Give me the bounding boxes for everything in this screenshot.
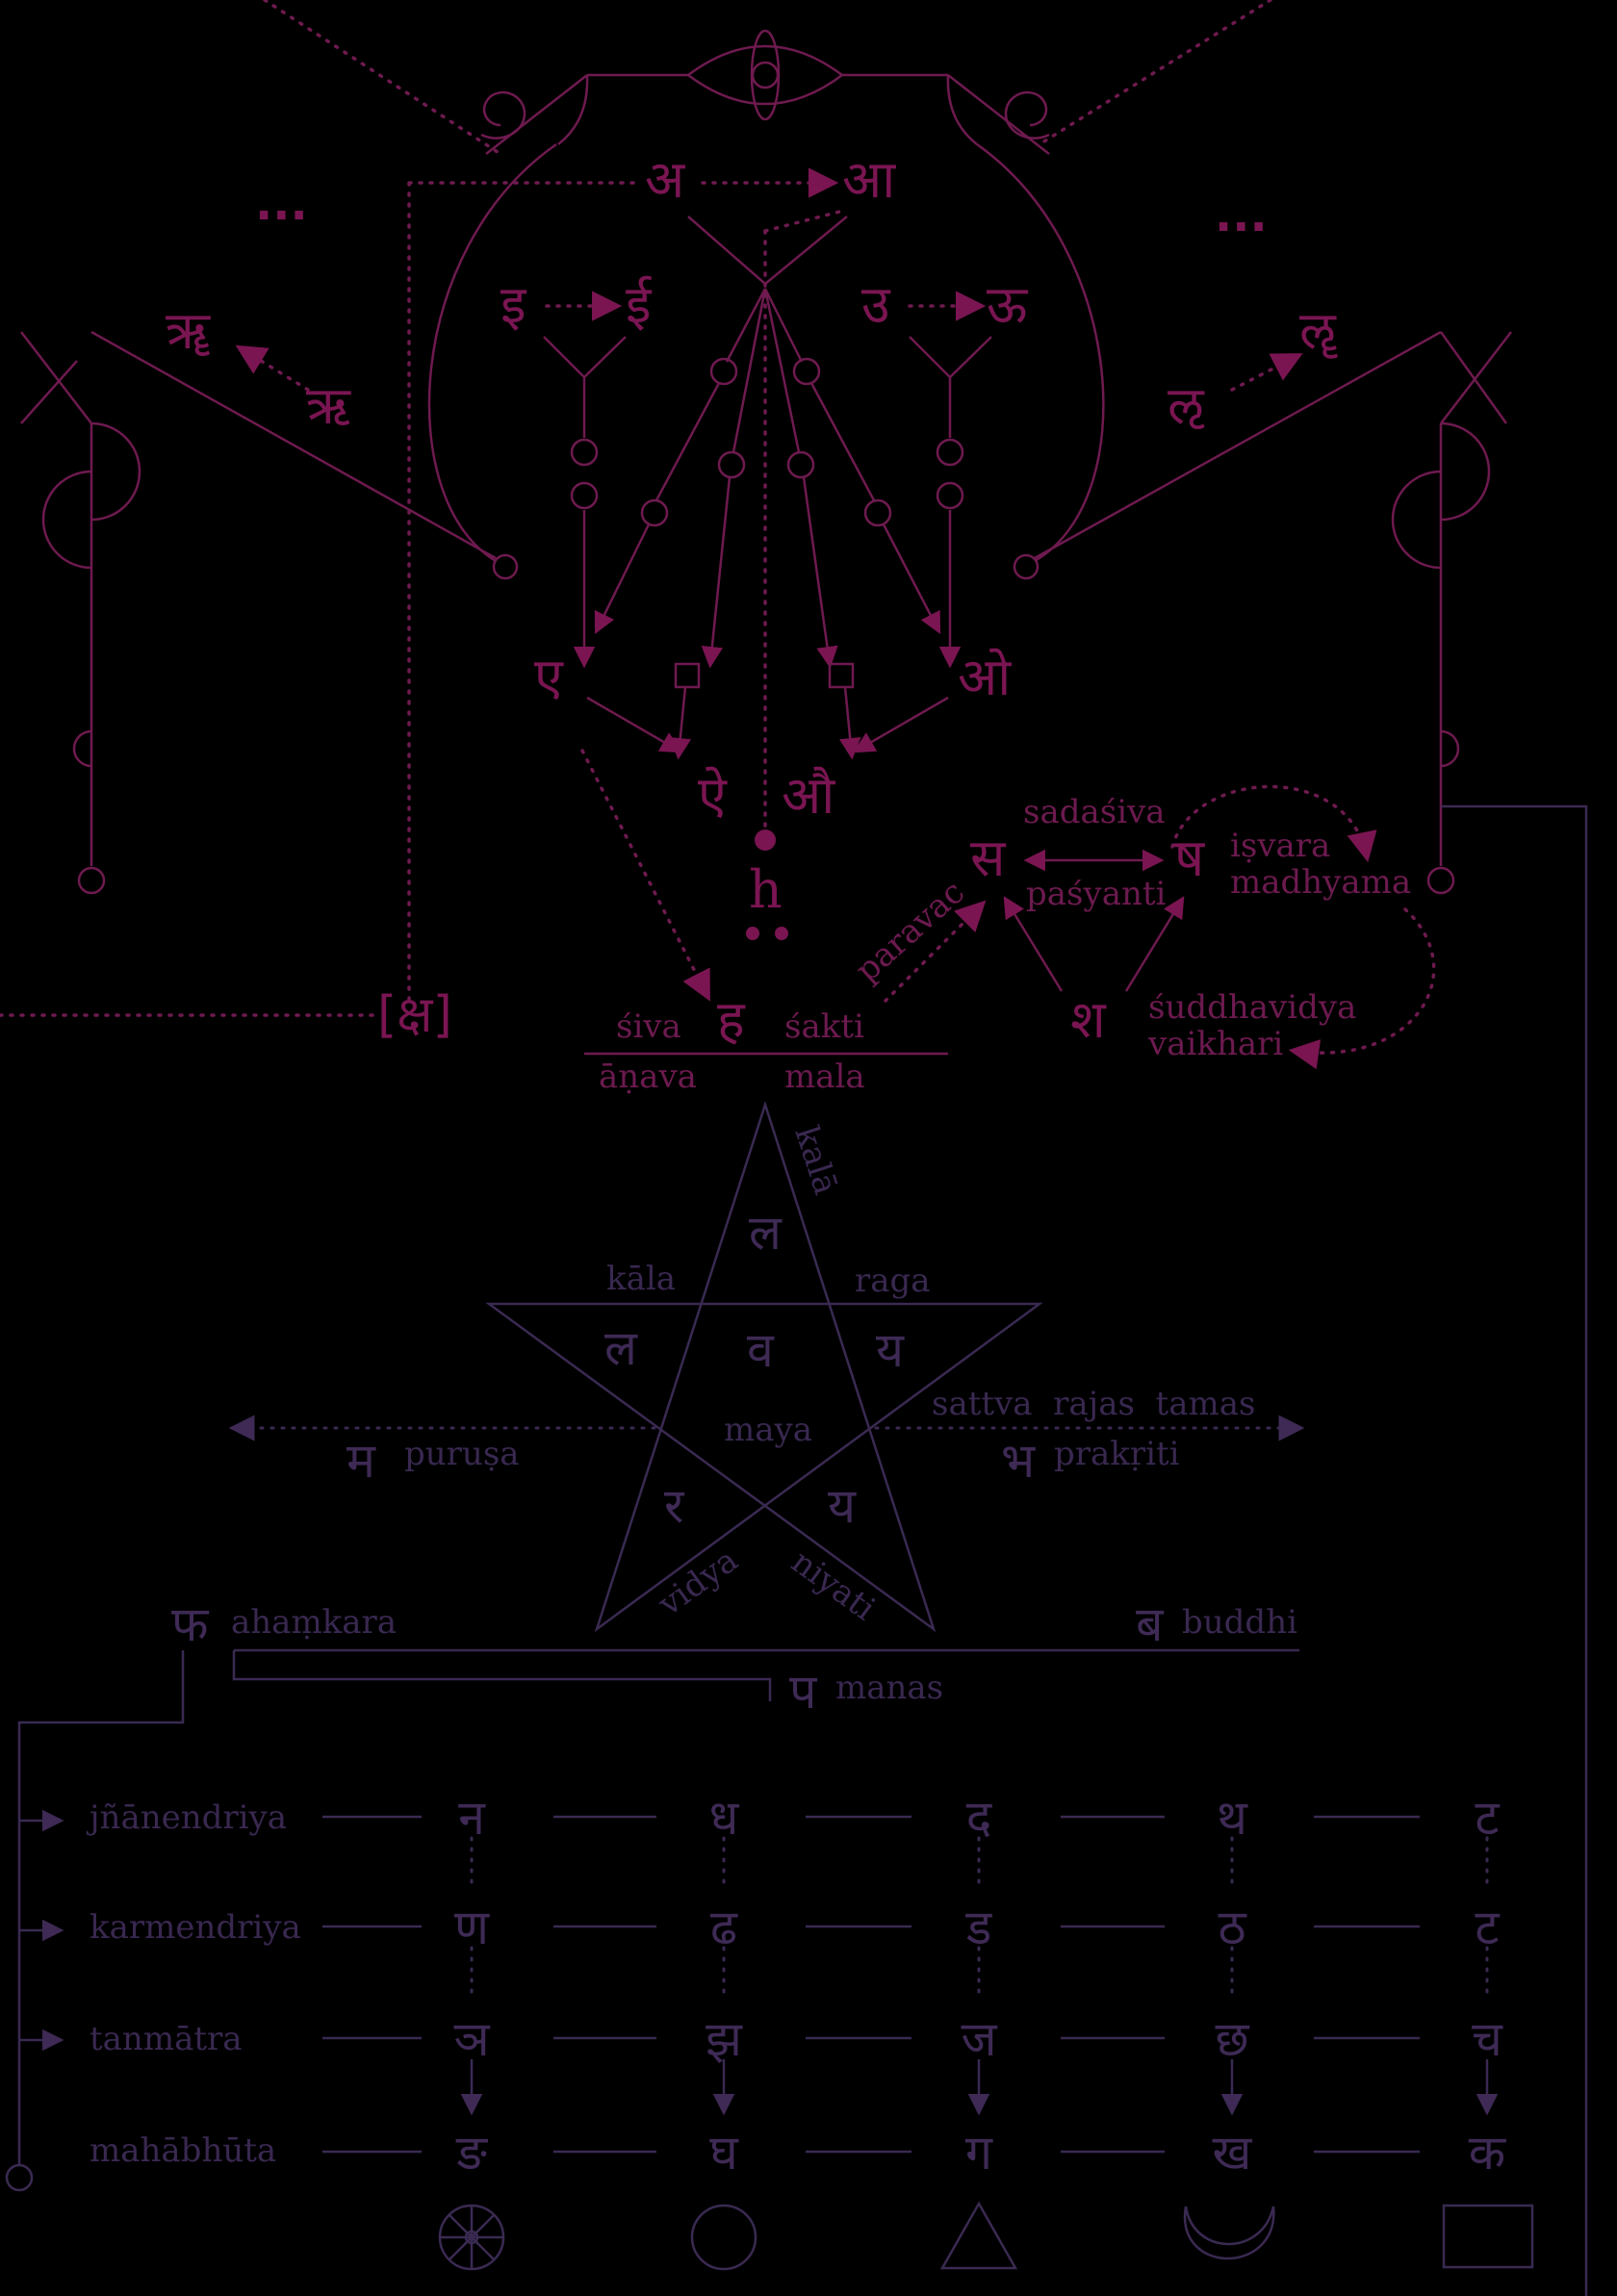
ellipsis-left: ...	[255, 177, 308, 231]
grid-letter: ग	[965, 2125, 993, 2181]
vidya-label: vidya	[651, 1541, 745, 1624]
vowel-aa: आ	[842, 149, 896, 210]
pentagram-va: व	[747, 1322, 775, 1378]
grid-lines	[322, 1817, 1487, 2152]
vowel-i: इ	[500, 274, 527, 335]
pentagram-ra: र	[664, 1478, 685, 1534]
eye-icon	[688, 46, 842, 104]
vowel-e: ए	[534, 647, 564, 707]
vowel-a: अ	[645, 149, 686, 210]
pasyanti-label: paśyanti	[1026, 875, 1167, 913]
raga-label: raga	[855, 1262, 931, 1300]
vowel-l: ऌ	[1168, 375, 1205, 436]
visarga-h: h	[749, 859, 783, 920]
triangle-icon	[942, 2204, 1015, 2268]
buddhi-label: buddhi	[1182, 1603, 1297, 1642]
grid-letter: ढ	[710, 1900, 738, 1955]
pha-letter: फ	[171, 1596, 210, 1652]
row-label-tanmatra: tanmātra	[90, 2020, 243, 2058]
grid-letter: ध	[709, 1790, 740, 1846]
grid-letter: थ	[1217, 1790, 1248, 1846]
grid-letter: क	[1469, 2125, 1507, 2181]
grid-letter: न	[458, 1790, 486, 1846]
maya-label: maya	[724, 1411, 812, 1449]
ssa-letter: ष	[1174, 828, 1205, 888]
row-label-karmendriya: karmendriya	[90, 1908, 301, 1947]
vowel-ii: ई	[626, 274, 653, 335]
bindu-dot	[755, 829, 776, 851]
sakti-label: śakti	[784, 1008, 864, 1046]
siva-label: śiva	[616, 1008, 681, 1046]
vaikhari-label: vaikhari	[1147, 1025, 1283, 1063]
grid-letter: ख	[1213, 2125, 1253, 2181]
vowel-ll: ॡ	[1299, 300, 1339, 361]
bha-letter: भ	[1001, 1433, 1036, 1489]
gunas-label: sattva rajas tamas	[932, 1385, 1255, 1423]
wheel-icon	[440, 2206, 503, 2269]
grid-letter: घ	[709, 2125, 739, 2181]
anava-label: āṇava	[599, 1058, 697, 1096]
isvara-label: iṣvara	[1230, 827, 1330, 865]
grid-letter: छ	[1215, 2011, 1249, 2067]
circle-icon	[692, 2206, 756, 2269]
sadasiva-label: sadaśiva	[1023, 793, 1166, 831]
pentagram-ya-right: य	[876, 1322, 905, 1378]
ellipsis-right: ...	[1215, 189, 1268, 242]
ma-letter: म	[346, 1433, 376, 1489]
vowel-au: औ	[782, 765, 835, 826]
grid-letter: ङ	[455, 2125, 488, 2181]
pentagram-la-left: ल	[604, 1320, 638, 1376]
ha-letter: ह	[717, 989, 746, 1050]
pentagram-la-top: ल	[749, 1205, 783, 1261]
ba-letter: ब	[1136, 1596, 1165, 1652]
prakriti-label: prakṛiti	[1054, 1435, 1180, 1473]
row-label-jnanendriya: jñānendriya	[86, 1799, 287, 1837]
grid-letter: ण	[454, 1900, 490, 1955]
grid-letter: ठ	[1218, 1900, 1246, 1955]
vowel-ai: ऐ	[698, 765, 728, 826]
grid-letter: च	[1472, 2011, 1503, 2067]
vowel-uu: ऊ	[987, 274, 1029, 335]
square-icon	[1444, 2206, 1532, 2267]
kala-top-label: kalā	[786, 1121, 844, 1199]
suddhavidya-label: śuddhavidya	[1148, 988, 1356, 1027]
sha-letter: श	[1070, 989, 1107, 1050]
grid-letter: ज	[961, 2011, 997, 2067]
ahamkara-label: ahaṃkara	[231, 1603, 397, 1642]
kaala-label: kāla	[606, 1260, 676, 1298]
ksa-label: [क्ष]	[377, 986, 452, 1044]
pentagram-ya-bottom: य	[828, 1478, 857, 1534]
row-label-mahabhuta: mahābhūta	[90, 2131, 276, 2170]
sa-letter: स	[970, 828, 1007, 888]
crescent-icon	[1185, 2207, 1273, 2258]
manas-label: manas	[835, 1669, 943, 1707]
vowel-rr: ॠ	[166, 300, 211, 361]
grid-letter: ट	[1475, 1900, 1500, 1955]
grid-letter: ड	[965, 1900, 993, 1955]
mala-label: mala	[784, 1058, 865, 1096]
grid-letter: द	[966, 1790, 993, 1846]
grid-letter: ट	[1475, 1790, 1500, 1846]
vowel-r: ऋ	[306, 375, 351, 436]
pa-letter: प	[789, 1664, 818, 1720]
vowel-o: ओ	[958, 647, 1012, 707]
vowel-u: उ	[861, 274, 891, 335]
grid-letter: झ	[706, 2011, 743, 2067]
madhyama-label: madhyama	[1230, 863, 1411, 902]
purusa-label: puruṣa	[404, 1435, 520, 1473]
grid-letter: ञ	[453, 2011, 490, 2067]
